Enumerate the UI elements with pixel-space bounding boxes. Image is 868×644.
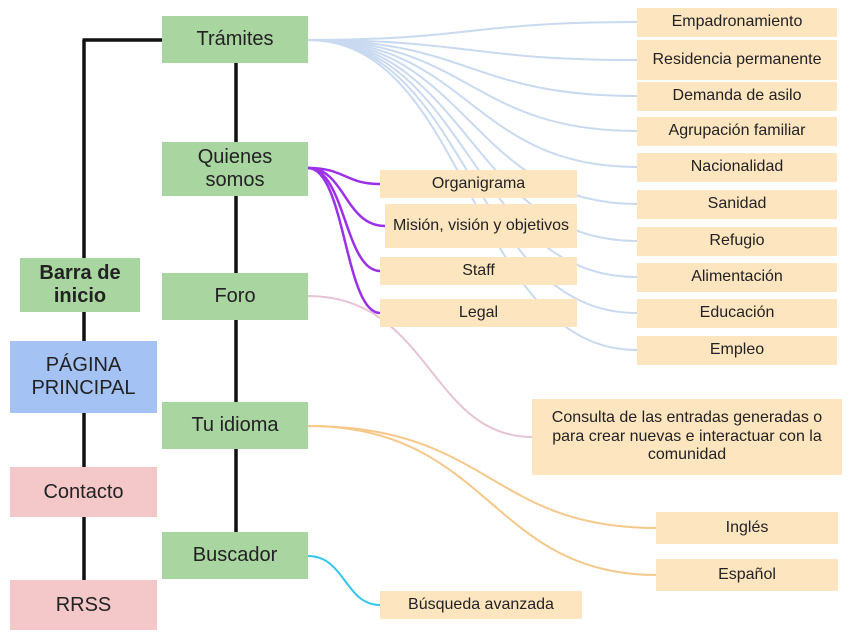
idioma-item-ingles: Inglés xyxy=(656,512,838,544)
quienes-item: Misión, visión y objetivos xyxy=(385,204,577,248)
tramite-item: Empadronamiento xyxy=(637,8,837,37)
tramite-item: Empleo xyxy=(637,336,837,365)
tramite-item: Nacionalidad xyxy=(637,153,837,182)
node-pagina-principal: PÁGINA PRINCIPAL xyxy=(10,341,157,413)
node-quienes-somos: Quienes somos xyxy=(162,142,308,196)
tramite-item: Agrupación familiar xyxy=(637,117,837,146)
node-buscador: Buscador xyxy=(162,532,308,579)
node-rrss: RRSS xyxy=(10,580,157,630)
quienes-item: Organigrama xyxy=(380,170,577,198)
node-foro: Foro xyxy=(162,273,308,320)
node-tramites: Trámites xyxy=(162,16,308,63)
tramite-item: Demanda de asilo xyxy=(637,82,837,111)
foro-description: Consulta de las entradas generadas o par… xyxy=(532,399,842,475)
tramite-item: Residencia permanente xyxy=(637,40,837,80)
node-barra-de-inicio: Barra de inicio xyxy=(20,258,140,312)
quienes-item: Legal xyxy=(380,299,577,327)
node-tu-idioma: Tu idioma xyxy=(162,402,308,449)
tramite-item: Sanidad xyxy=(637,190,837,219)
idioma-item-espanol: Español xyxy=(656,559,838,591)
tramite-item: Refugio xyxy=(637,227,837,256)
quienes-item: Staff xyxy=(380,257,577,285)
tramite-item: Educación xyxy=(637,299,837,328)
busqueda-avanzada-item: Búsqueda avanzada xyxy=(380,591,582,619)
tramite-item: Alimentación xyxy=(637,263,837,292)
node-contacto: Contacto xyxy=(10,467,157,517)
